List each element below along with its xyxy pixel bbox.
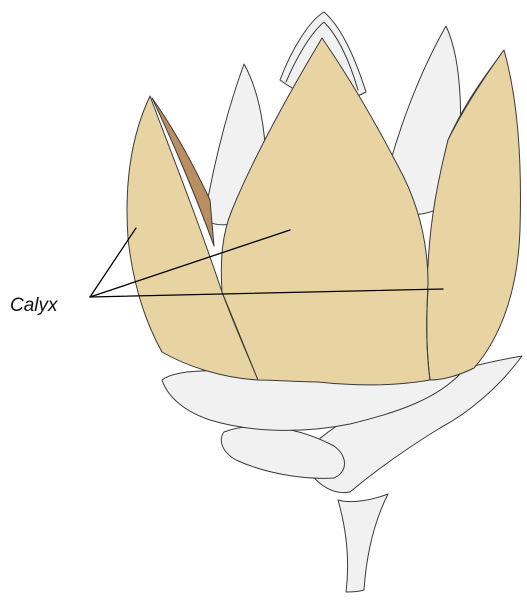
stem [338, 494, 388, 592]
calyx-label: Calyx [10, 295, 59, 316]
leader-line-left [90, 228, 136, 297]
